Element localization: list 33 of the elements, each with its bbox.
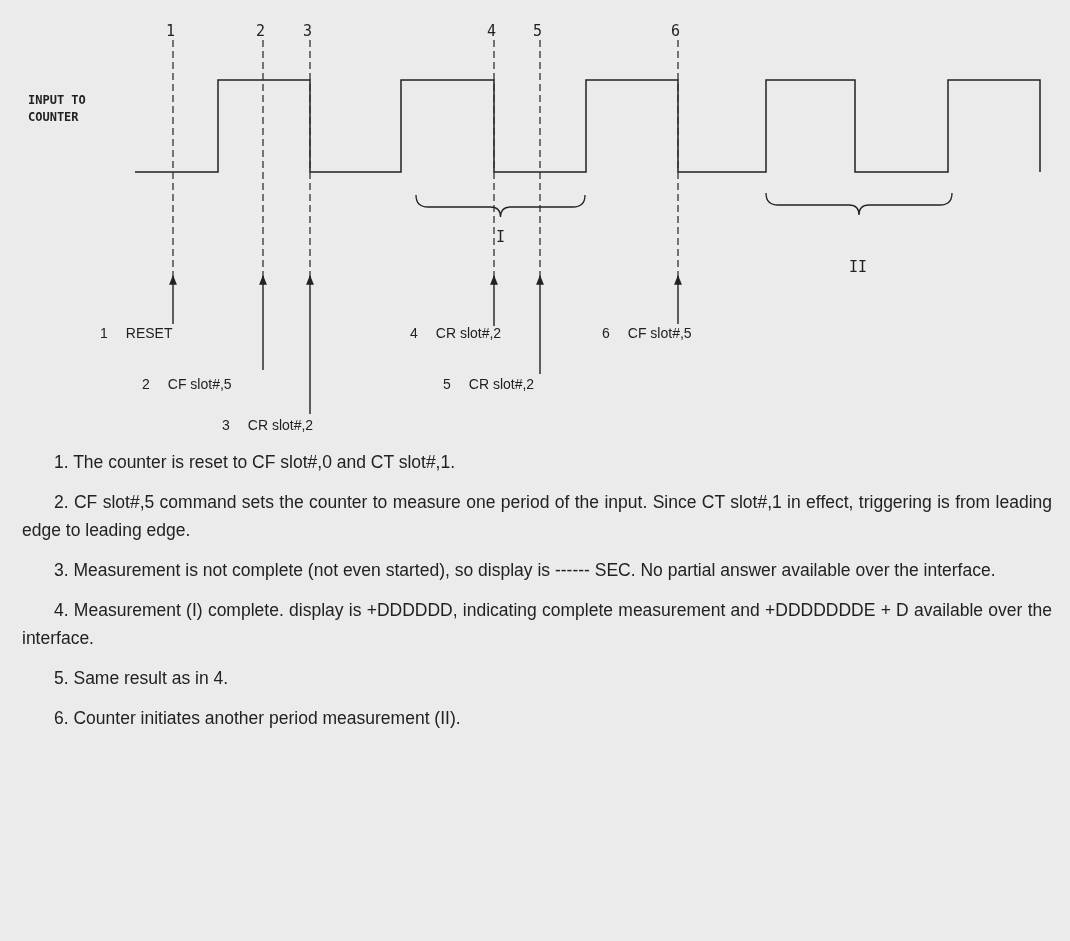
marker-number: 4 <box>487 22 497 40</box>
note-paragraph: 1. The counter is reset to CF slot#,0 and CT slot#,1. <box>53 451 457 474</box>
command-text: CR slot#,2 <box>468 376 535 392</box>
arrow <box>259 275 267 371</box>
marker-number: 2 <box>256 22 266 40</box>
note-paragraph: 2. CF slot#,5 command sets the counter to measure one period of the input. Since CT slot#,1 in effect, triggering is from leading edge to leading edge. <box>22 491 1052 542</box>
marker-number: 5 <box>533 22 543 40</box>
step-number: 6 <box>602 325 610 341</box>
period-label: I <box>496 228 506 246</box>
arrow <box>169 275 177 325</box>
step-number: 2 <box>142 376 150 392</box>
note-paragraph: 6. Counter initiates another period measurement (II). <box>53 707 462 730</box>
command-text: RESET <box>125 325 173 341</box>
arrow <box>674 275 682 325</box>
arrow <box>490 275 498 327</box>
command-text: CF slot#,5 <box>167 376 232 392</box>
marker-number: 6 <box>671 22 681 40</box>
arrow <box>306 275 314 415</box>
note-paragraph: 5. Same result as in 4. <box>53 667 230 690</box>
note-paragraph: 4. Measurement (I) complete. display is +DDDDDD, indicating complete measurement and +DDDDDDDE + D available over the interface. <box>22 599 1052 650</box>
signal-name: INPUT TO COUNTER <box>28 92 87 126</box>
command-text: CR slot#,2 <box>435 325 502 341</box>
step-number: 1 <box>100 325 108 341</box>
period-label: II <box>849 258 868 276</box>
step-number: 3 <box>222 417 230 433</box>
arrow <box>536 275 544 375</box>
command-text: CF slot#,5 <box>627 325 692 341</box>
marker-number: 3 <box>303 22 313 40</box>
step-number: 5 <box>443 376 451 392</box>
note-paragraph: 3. Measurement is not complete (not even started), so display is ------ SEC. No partial answer available over the interface. <box>53 559 997 582</box>
marker-number: 1 <box>166 22 176 40</box>
command-text: CR slot#,2 <box>247 417 314 433</box>
step-number: 4 <box>410 325 418 341</box>
